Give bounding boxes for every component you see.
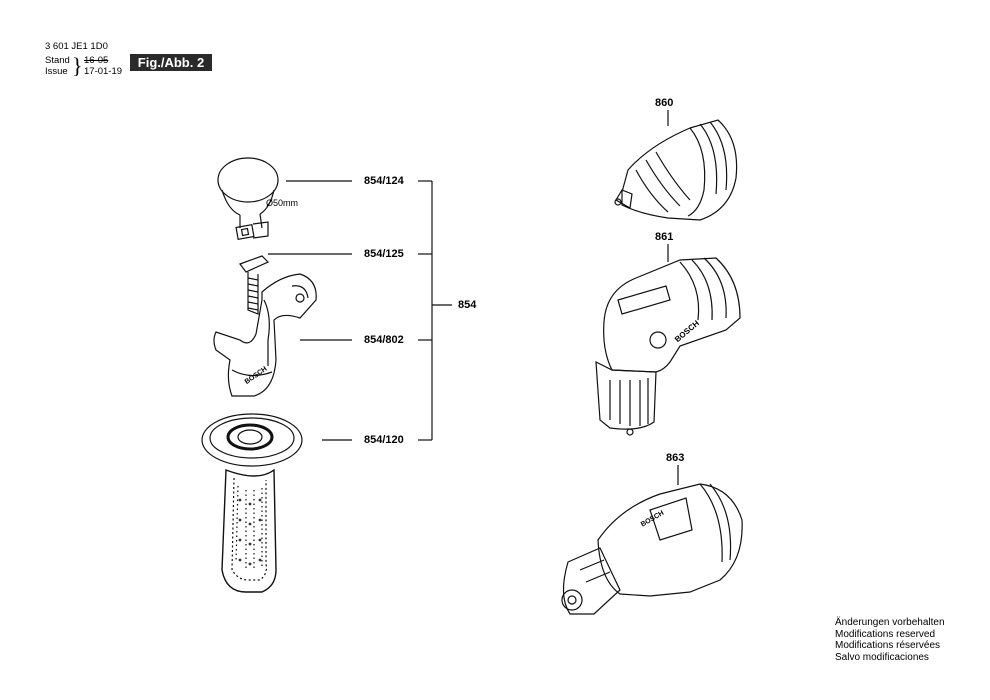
adapter-863 (561, 483, 743, 615)
part-label-854-120: 854/120 (364, 434, 404, 446)
brace-symbol: } (72, 53, 83, 78)
doc-number: 3 601 JE1 1D0 (45, 41, 108, 52)
note-german: Änderungen vorbehalten (835, 617, 945, 628)
note-english: Modifications reserved (835, 628, 936, 640)
stand-value: 16-05 (84, 55, 109, 66)
stand-label: Stand (45, 55, 70, 66)
part-label-854-124: 854/124 (364, 175, 404, 187)
adapter-brand-logo: BOSCH (640, 510, 665, 529)
grip-dots (238, 498, 262, 566)
issue-value: 17-01-19 (84, 66, 123, 77)
figure-label: Fig./Abb. 2 (130, 54, 212, 71)
part-label-854: 854 (458, 299, 477, 311)
holder-854-802 (213, 273, 317, 397)
part-label-854-802: 854/802 (364, 334, 404, 346)
side-handle-854-120 (201, 413, 303, 593)
modification-notes: Änderungen vorbehalten Modifications res… (835, 617, 945, 663)
clamp-band-854-124 (217, 157, 279, 240)
part-label-863: 863 (666, 452, 685, 464)
screw-854-125 (239, 255, 270, 315)
diameter-annotation: Ø50mm (266, 198, 298, 208)
chuck-860 (614, 119, 738, 221)
leader-lines (268, 110, 679, 485)
note-spanish: Salvo modificaciones (835, 651, 929, 663)
note-french: Modifications réservées (835, 640, 941, 651)
angle-head-861 (595, 257, 741, 436)
part-label-854-125: 854/125 (364, 248, 404, 260)
issue-label: Issue (45, 66, 68, 77)
part-label-860: 860 (655, 97, 674, 109)
part-label-861: 861 (655, 231, 674, 243)
